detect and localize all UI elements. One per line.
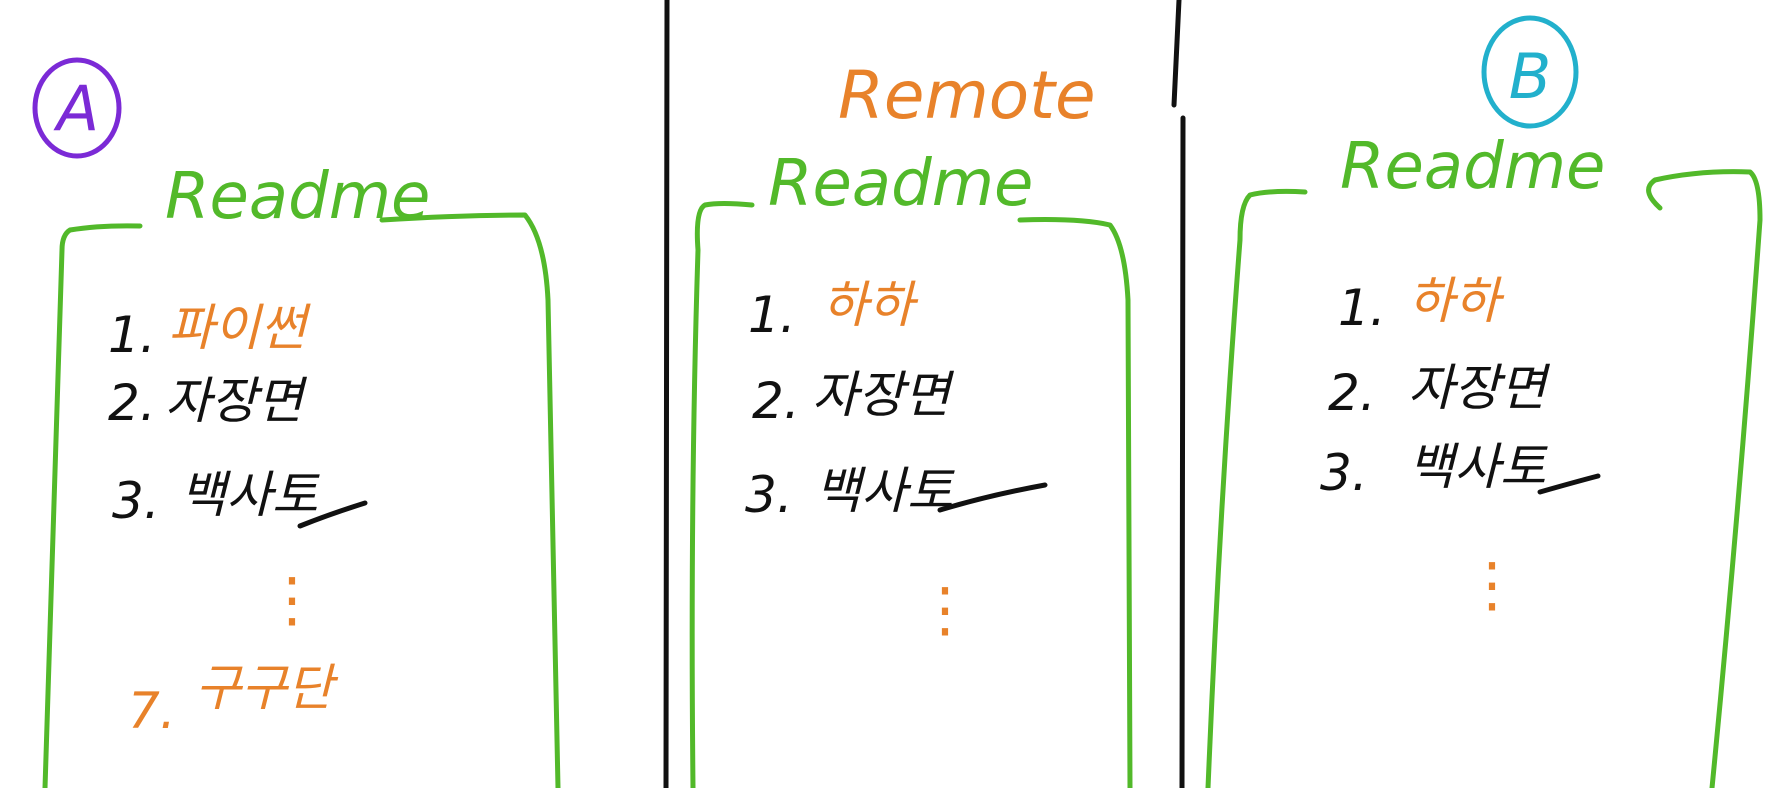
panel-b-item-2-text: 자장면 — [1408, 359, 1551, 417]
panel-a-item-2-text: 자장면 — [165, 372, 308, 430]
panel-a-frame — [42, 212, 561, 788]
panel-b-item-1-text: 하하 — [1408, 272, 1505, 330]
panel-remote-item-2-text: 자장면 — [812, 366, 955, 424]
panel-remote: Remote Readme 1. 하하 2. 자장면 3. 백사토 ⋮ — [689, 57, 1133, 788]
panel-b-item-3-underline — [1537, 473, 1601, 495]
panel-a-last-item-text: 구구단 — [195, 659, 339, 717]
panel-b-item-3-text: 백사토 — [1408, 438, 1548, 496]
badge-b-letter: B — [1509, 40, 1552, 113]
panel-a-item-1-text: 파이썬 — [168, 299, 311, 357]
divider-right-upper — [1171, 0, 1182, 108]
panel-a-last-item-number: 7. — [128, 682, 176, 740]
panel-b-item-2-number: 2. — [1328, 364, 1376, 422]
panel-remote-frame — [689, 201, 1133, 788]
panel-a-item-2-number: 2. — [108, 374, 156, 432]
panel-b-ellipsis: ⋮ — [1462, 550, 1522, 620]
panel-b-item-1-number: 1. — [1338, 279, 1386, 337]
panel-remote-ellipsis: ⋮ — [915, 575, 975, 645]
panel-remote-label: Remote — [838, 57, 1096, 134]
panel-a: A Readme 1. 파이썬 2. 자장면 3. 백사토 ⋮ 7. 구구단 — [32, 57, 561, 788]
panel-a-item-3-underline — [297, 500, 368, 529]
panel-b: B Readme 1. 하하 2. 자장면 3. 백사토 ⋮ — [1205, 15, 1763, 788]
divider-right-lower — [1179, 115, 1186, 788]
panel-a-item-3-text: 백사토 — [180, 466, 320, 524]
divider-left — [663, 0, 670, 788]
panel-a-ellipsis: ⋮ — [262, 565, 322, 635]
panel-remote-item-3-underline — [937, 482, 1048, 513]
panel-a-item-1-number: 1. — [108, 306, 156, 364]
badge-a-circle — [32, 57, 122, 159]
badge-b-circle — [1481, 15, 1579, 129]
panel-a-title: Readme — [165, 160, 430, 234]
panel-remote-item-1-text: 하하 — [822, 276, 919, 334]
panel-remote-title: Readme — [768, 147, 1033, 221]
badge-a-letter: A — [53, 72, 99, 145]
panel-b-frame — [1205, 169, 1763, 788]
panel-b-item-3-number: 3. — [1320, 444, 1368, 502]
panel-remote-item-3-number: 3. — [745, 466, 793, 524]
panel-a-item-3-number: 3. — [112, 472, 160, 530]
panel-remote-item-2-number: 2. — [752, 372, 800, 430]
panel-remote-item-3-text: 백사토 — [815, 462, 955, 520]
panel-remote-item-1-number: 1. — [748, 286, 796, 344]
panel-b-title: Readme — [1340, 130, 1605, 204]
